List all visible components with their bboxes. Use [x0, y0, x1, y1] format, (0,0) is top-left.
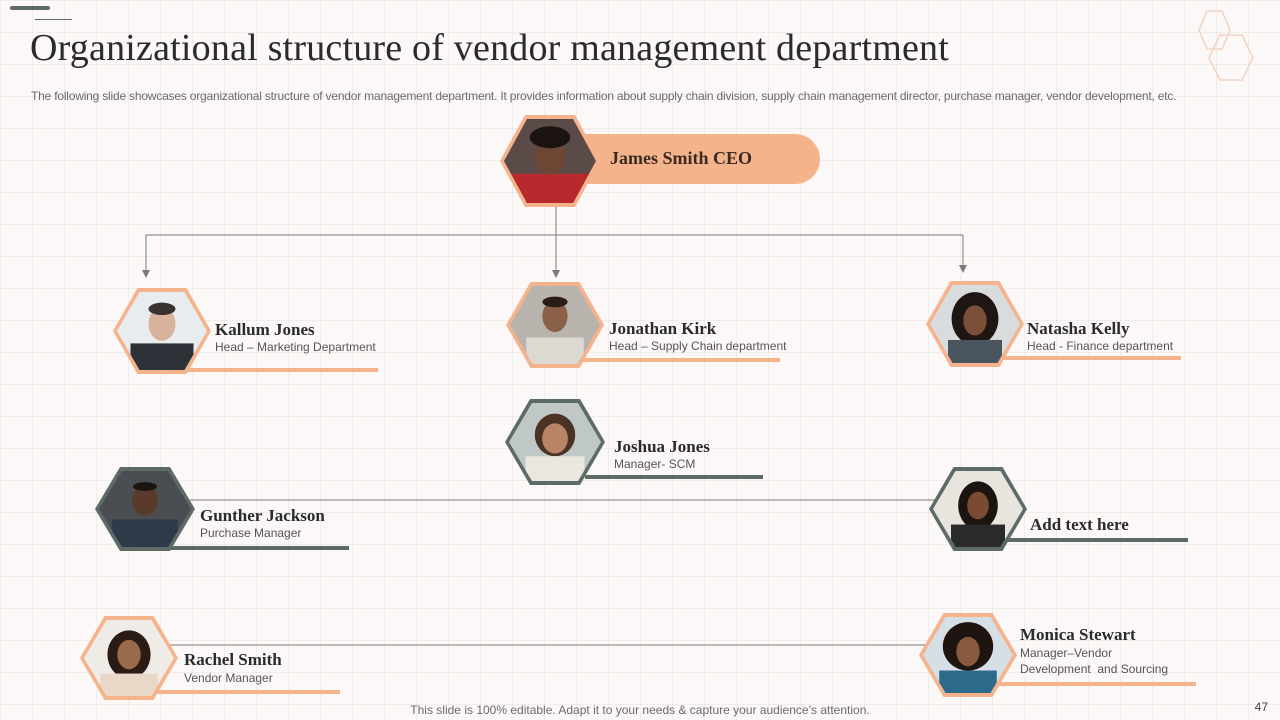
- page-number: 47: [1254, 700, 1268, 714]
- person-role: Head – Marketing Department: [215, 340, 376, 354]
- person-photo-icon: [923, 617, 1013, 693]
- ceo-name: James Smith CEO: [610, 148, 753, 168]
- underline-bar: [578, 358, 780, 362]
- underline-bar: [585, 475, 763, 479]
- person-role: Head – Supply Chain department: [609, 339, 787, 353]
- avatar-kallum-jones: [113, 288, 211, 374]
- ceo-name-pill: [562, 134, 820, 184]
- person-photo-icon: [504, 119, 596, 203]
- person-photo-icon: [930, 285, 1020, 363]
- footer-note: This slide is 100% editable. Adapt it to…: [410, 703, 870, 717]
- avatar-joshua-jones: [505, 399, 605, 485]
- person-role-line1: Manager–Vendor: [1020, 646, 1113, 660]
- person-photo-icon: [509, 403, 601, 481]
- person-name[interactable]: Add text here: [1030, 515, 1129, 534]
- person-name: Natasha Kelly: [1027, 319, 1130, 338]
- person-photo-icon: [510, 286, 600, 364]
- accent-bar: [10, 6, 50, 10]
- person-role: Vendor Manager: [184, 671, 273, 685]
- person-photo-icon: [99, 471, 191, 547]
- underline-bar: [998, 356, 1181, 360]
- person-name: Gunther Jackson: [200, 506, 325, 525]
- accent-line: [35, 19, 72, 20]
- page-subtitle: The following slide showcases organizati…: [31, 89, 1177, 103]
- underline-bar: [1005, 538, 1188, 542]
- underline-bar: [172, 368, 378, 372]
- person-name: Joshua Jones: [614, 437, 710, 456]
- person-role: Purchase Manager: [200, 526, 302, 540]
- ceo-avatar: [500, 115, 600, 207]
- hexagon-outline-icon: [1198, 10, 1254, 81]
- underline-bar: [992, 682, 1196, 686]
- person-photo-icon: [84, 620, 174, 696]
- person-name: Jonathan Kirk: [609, 319, 717, 338]
- person-name: Kallum Jones: [215, 320, 315, 339]
- person-photo-icon: [117, 292, 207, 370]
- page-title: Organizational structure of vendor manag…: [30, 27, 949, 69]
- person-name: Rachel Smith: [184, 650, 282, 669]
- person-photo-icon: [933, 471, 1023, 547]
- person-name: Monica Stewart: [1020, 625, 1136, 644]
- underline-bar: [155, 690, 340, 694]
- person-role: Head - Finance department: [1027, 339, 1174, 353]
- person-role: Manager- SCM: [614, 457, 696, 471]
- underline-bar: [165, 546, 349, 550]
- person-role-line2: Development and Sourcing: [1020, 662, 1169, 676]
